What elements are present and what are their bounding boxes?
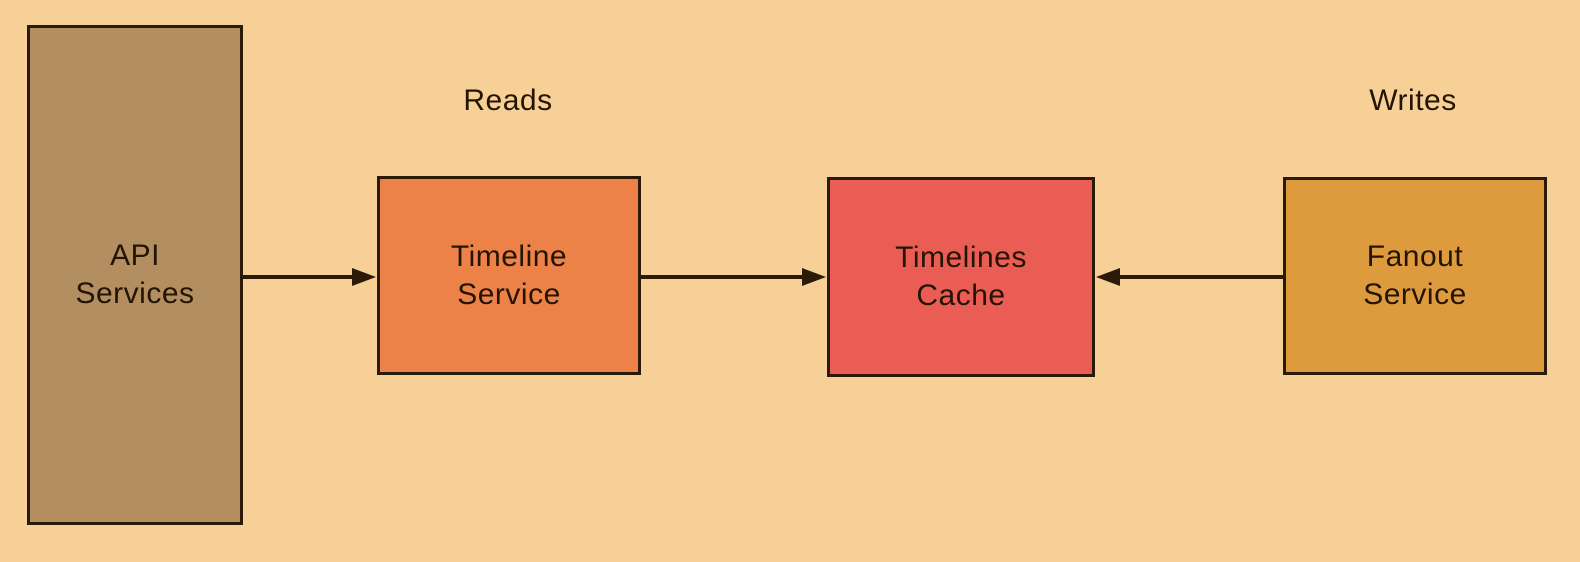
arrow-head-right-icon — [352, 268, 376, 286]
fanout-service-label: Fanout Service — [1363, 240, 1467, 311]
api-services-label: API Services — [75, 239, 195, 310]
arrow-api-to-timeline — [243, 268, 376, 286]
arrow-head-left-icon — [1096, 268, 1120, 286]
arrow-head-right-icon — [802, 268, 826, 286]
reads-label: Reads — [463, 84, 553, 117]
arrow-shaft — [243, 275, 358, 279]
timeline-service-node: Timeline Service — [377, 176, 641, 375]
arrow-fanout-to-cache — [1096, 268, 1283, 286]
timeline-service-label: Timeline Service — [450, 239, 568, 311]
arrow-timeline-to-cache — [641, 268, 826, 286]
arrow-shaft — [1114, 275, 1283, 279]
writes-label: Writes — [1369, 84, 1457, 117]
fanout-service-node: Fanout Service — [1283, 177, 1547, 375]
arrow-shaft — [641, 275, 808, 279]
timelines-cache-node: Timelines Cache — [827, 177, 1095, 377]
timelines-cache-label: Timelines Cache — [895, 241, 1027, 312]
api-services-node: API Services — [27, 25, 243, 525]
